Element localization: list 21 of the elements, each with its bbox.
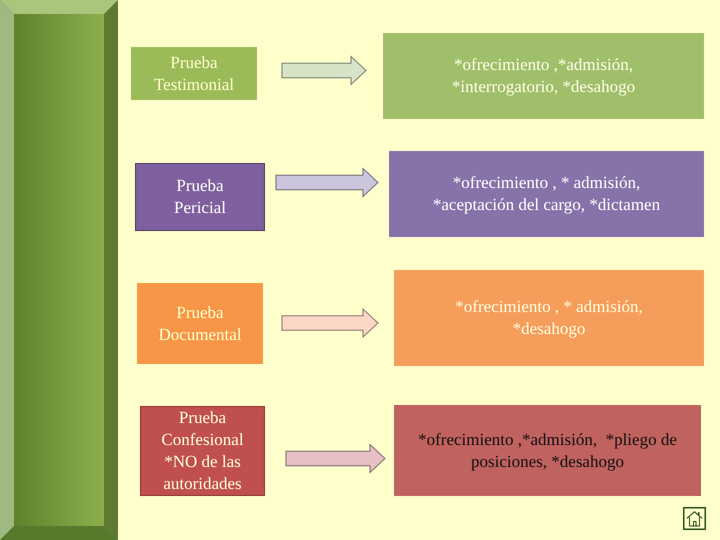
colored-panel <box>383 33 704 119</box>
evidence-type-label: *NO de las autoridades <box>162 451 243 495</box>
block-arrow <box>282 55 367 86</box>
evidence-type-label: Prueba Documental <box>157 302 243 346</box>
evidence-type-label: Prueba Testimonial <box>152 52 236 96</box>
colored-panel <box>394 270 704 366</box>
block-arrow <box>282 308 379 338</box>
colored-panel <box>131 47 257 100</box>
procedure-steps-text: *ofrecimiento ,*admisión, *pliego de posiciones, *desahogo <box>417 428 678 472</box>
procedure-steps-text: *ofrecimiento , * admisión, *desahogo <box>454 296 644 340</box>
colored-panel <box>394 405 701 496</box>
colored-panel <box>389 151 704 237</box>
evidence-type-label: Prueba Pericial <box>173 175 227 219</box>
procedure-steps-text: *ofrecimiento ,*admisión, *interrogatorio, *desahogo <box>450 54 636 98</box>
colored-panel <box>135 163 265 231</box>
block-arrow <box>286 443 386 474</box>
colored-panel <box>137 283 263 364</box>
colored-panel <box>140 406 265 496</box>
block-arrow <box>276 167 379 198</box>
procedure-steps-text: *ofrecimiento , * admisión, *aceptación del cargo, *dictamen <box>432 172 662 216</box>
evidence-type-label: Prueba Confesional <box>160 407 245 451</box>
